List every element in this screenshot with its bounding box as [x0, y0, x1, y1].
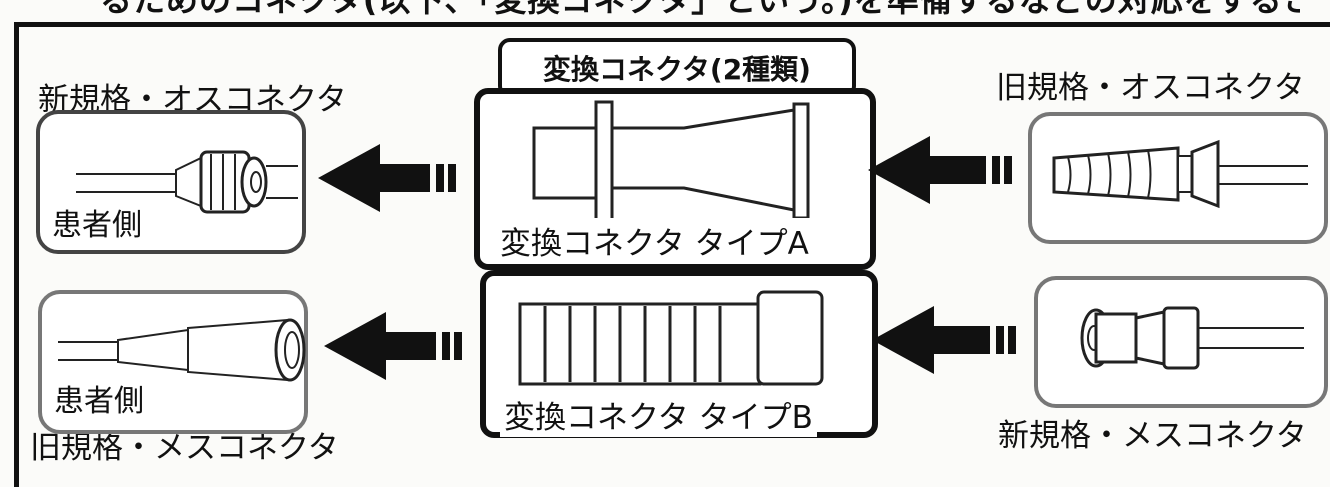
type-b-connector-icon [518, 290, 824, 386]
label-new-female: 新規格・メスコネクタ [998, 418, 1307, 454]
arrow-left-icon [318, 144, 456, 212]
type-b-label: 変換コネクタ タイプB [500, 392, 817, 437]
old-male-connector-icon [1052, 139, 1308, 209]
type-a-label: 変換コネクタ タイプA [496, 218, 813, 263]
header-text: るためのコネクタ(以下、「変換コネクタ」という。)を準備するなどの対応をすること… [100, 0, 1300, 18]
arrow-left-icon [872, 306, 1016, 374]
patient-side-label: 患者側 [54, 384, 144, 419]
new-female-connector-icon [1080, 306, 1304, 370]
label-old-female: 旧規格・メスコネクタ [30, 430, 339, 466]
patient-side-label: 患者側 [52, 208, 142, 243]
arrow-left-icon [868, 136, 1012, 204]
old-female-connector-icon [58, 318, 306, 382]
type-a-connector-icon [532, 100, 810, 222]
label-old-male: 旧規格・オスコネクタ [996, 70, 1305, 106]
new-male-connector-icon [76, 150, 298, 214]
arrow-left-icon [324, 312, 462, 380]
figure-frame [14, 22, 1330, 487]
